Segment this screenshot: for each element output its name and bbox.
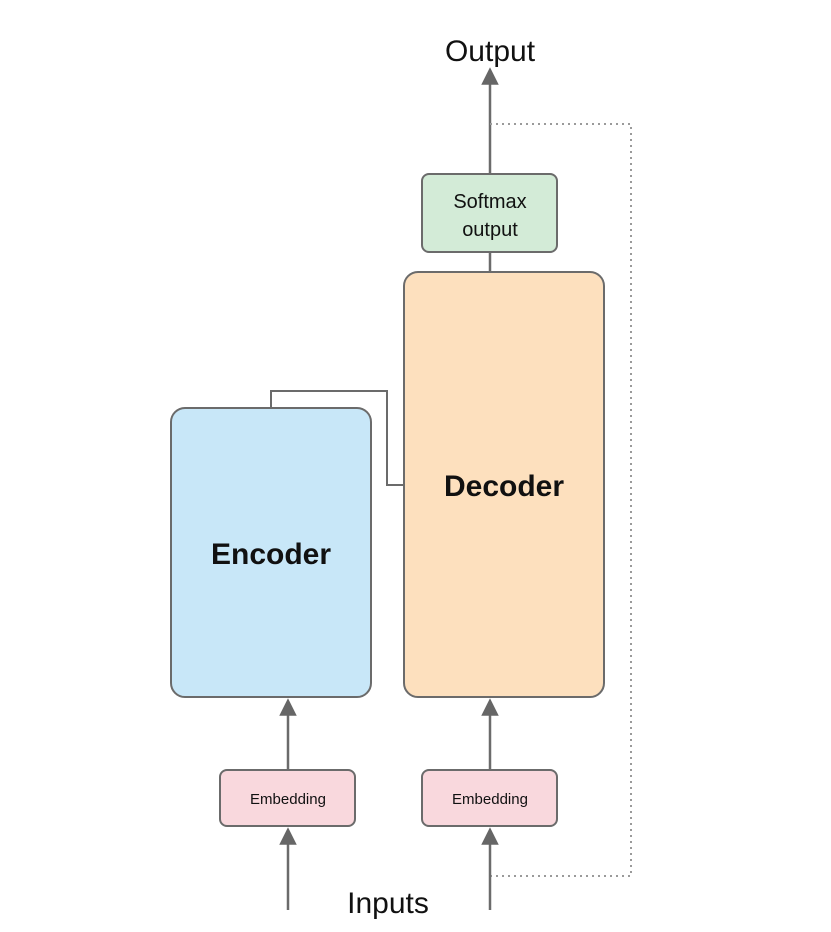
embedding-left-label: Embedding <box>250 791 326 808</box>
embedding-left-box <box>219 769 356 827</box>
inputs-label: Inputs <box>347 887 429 920</box>
softmax-label-line1: Softmax <box>453 191 526 213</box>
encoder-label: Encoder <box>211 538 331 571</box>
embedding-right-label: Embedding <box>452 791 528 808</box>
feedback-loop-dotted <box>490 123 632 877</box>
softmax-label-line2: output <box>462 219 518 241</box>
decoder-label: Decoder <box>444 470 564 503</box>
embedding-right-box <box>421 769 558 827</box>
decoder-box <box>403 271 605 698</box>
output-label: Output <box>445 35 536 68</box>
encoder-box <box>170 407 372 698</box>
encoder-decoder-connector <box>270 390 404 486</box>
